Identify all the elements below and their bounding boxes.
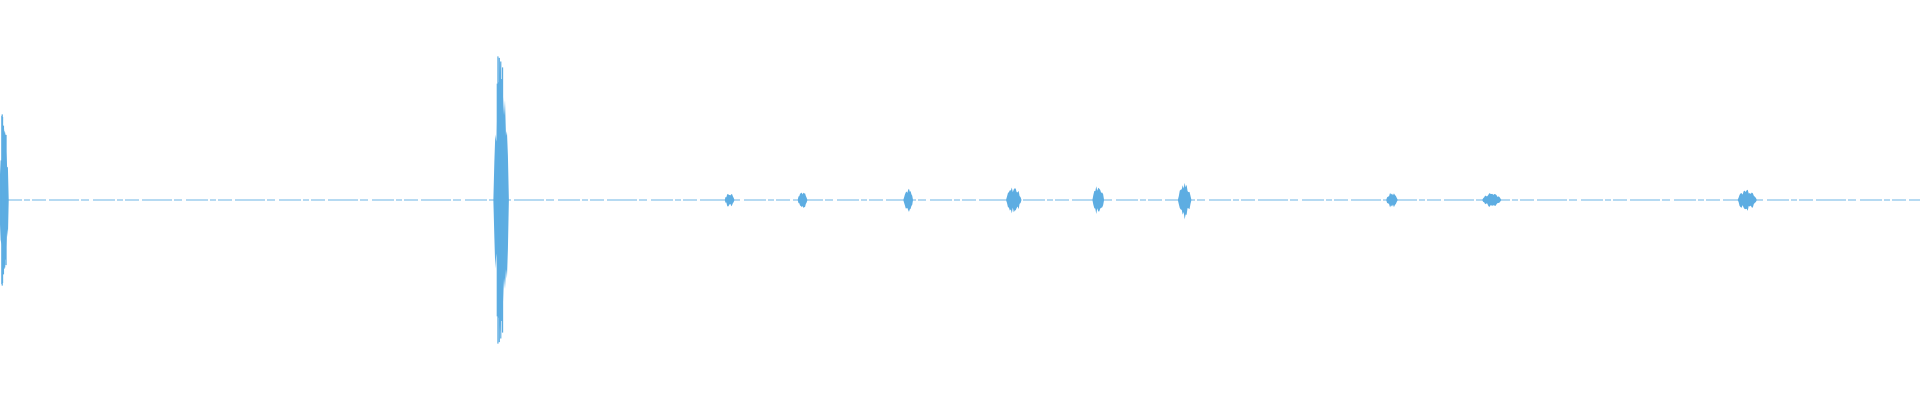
waveform-burst-10 (1482, 193, 1502, 208)
waveform-burst-5 (903, 188, 914, 212)
waveform-burst-9 (1386, 192, 1398, 208)
waveform-burst-6 (1006, 187, 1022, 214)
waveform-burst-7 (1092, 186, 1105, 215)
waveform-burst-8 (1177, 182, 1192, 220)
waveform-burst-3 (724, 193, 735, 207)
waveform-burst-4 (797, 192, 808, 208)
waveform-burst-11 (1737, 189, 1757, 211)
waveform-bursts (0, 56, 1757, 344)
